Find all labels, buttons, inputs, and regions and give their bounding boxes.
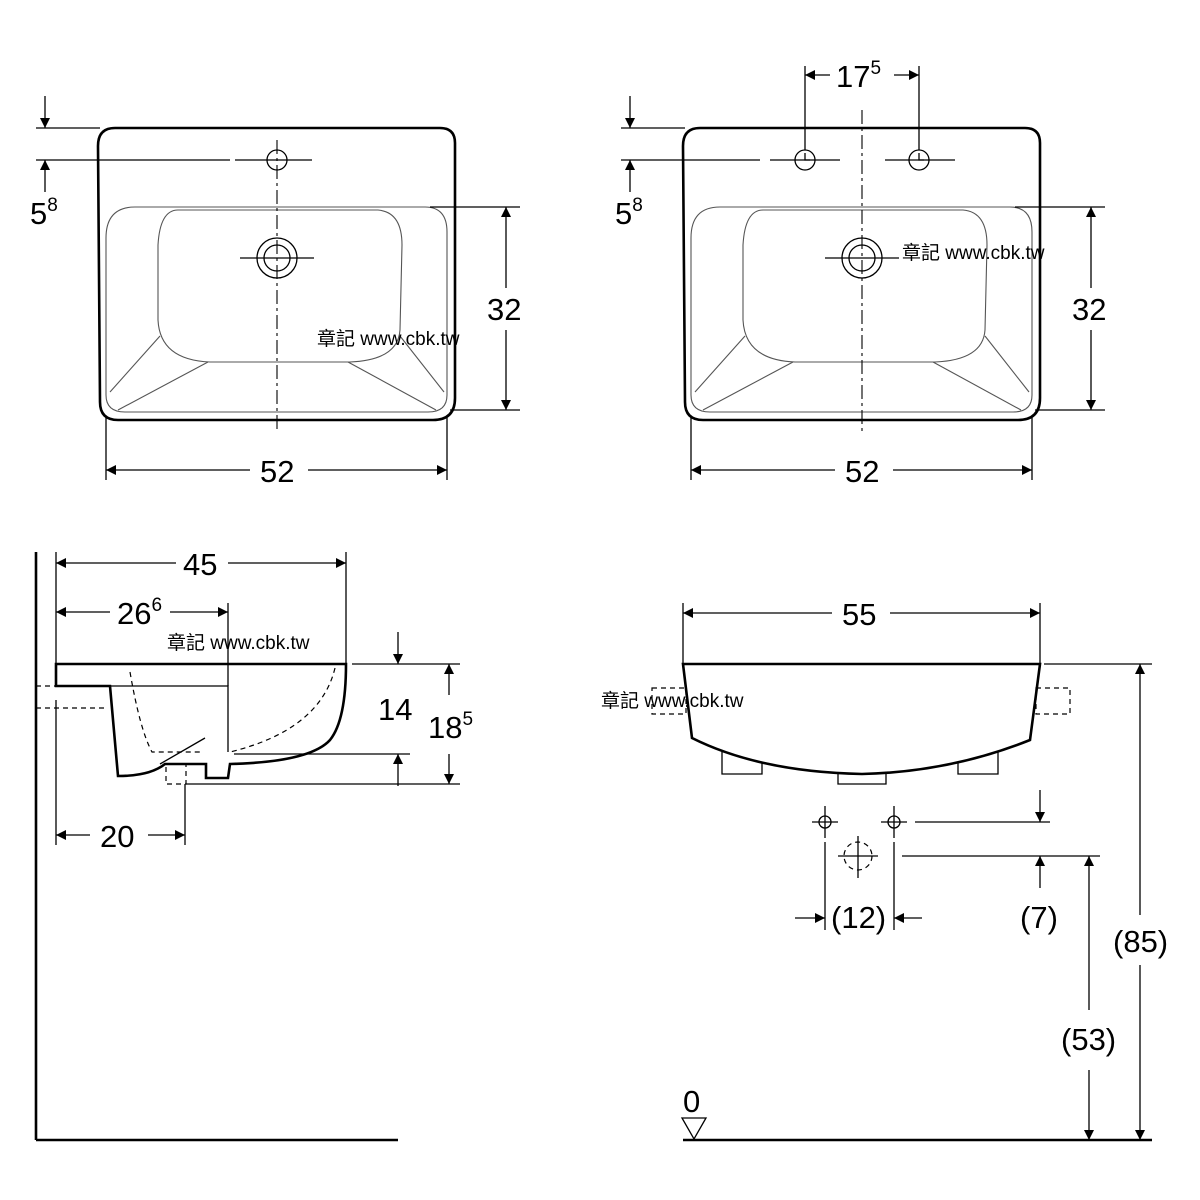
bowl-basin xyxy=(742,209,988,363)
watermark: 章記 www.cbk.tw xyxy=(317,328,460,350)
inner-height-label: 14 xyxy=(378,692,412,727)
side-section-view: 45 266 14 185 20 xyxy=(34,547,473,1142)
rim-height-label: (85) xyxy=(1113,924,1168,959)
top-view-two-hole: 175 58 32 52 xyxy=(615,58,1106,489)
basin-outline xyxy=(681,126,1042,422)
basin-section xyxy=(54,662,348,780)
floor-level-label: 0 xyxy=(683,1084,700,1119)
waste-height-label: (53) xyxy=(1061,1022,1116,1057)
front-view: 55 (12) (7) (53) xyxy=(651,597,1168,1142)
bracket-right xyxy=(1035,687,1071,715)
supply-spacing-label: (12) xyxy=(831,900,886,935)
width-label: 52 xyxy=(845,454,879,489)
bowl-basin xyxy=(157,209,403,363)
bowl-rim xyxy=(690,206,1033,413)
tap-offset-label: 58 xyxy=(615,195,643,231)
bowl-rim xyxy=(105,206,448,413)
tap-offset-label: 58 xyxy=(30,195,58,231)
supply-point-right xyxy=(881,806,907,838)
watermark: 章記 www.cbk.tw xyxy=(601,690,744,712)
bowl-position-label: 266 xyxy=(117,595,162,631)
depth-label: 32 xyxy=(487,292,521,327)
watermark: 章記 www.cbk.tw xyxy=(902,242,1045,264)
basin-front xyxy=(681,662,1042,776)
top-view-single-hole: 58 32 52 xyxy=(30,96,521,489)
supply-offset-label: (7) xyxy=(1020,900,1058,935)
projection-label: 45 xyxy=(183,547,217,582)
waste-offset-label: 20 xyxy=(100,819,134,854)
basin-outline xyxy=(96,126,457,422)
depth-label: 32 xyxy=(1072,292,1106,327)
total-height-label: 185 xyxy=(428,709,473,745)
waste-point xyxy=(838,836,878,878)
tap-spacing-label: 175 xyxy=(836,58,881,94)
supply-point-left xyxy=(812,806,838,838)
watermark: 章記 www.cbk.tw xyxy=(167,632,310,654)
floor-level-marker xyxy=(680,1117,708,1141)
front-width-label: 55 xyxy=(842,597,876,632)
bracket-left xyxy=(651,687,687,715)
width-label: 52 xyxy=(260,454,294,489)
